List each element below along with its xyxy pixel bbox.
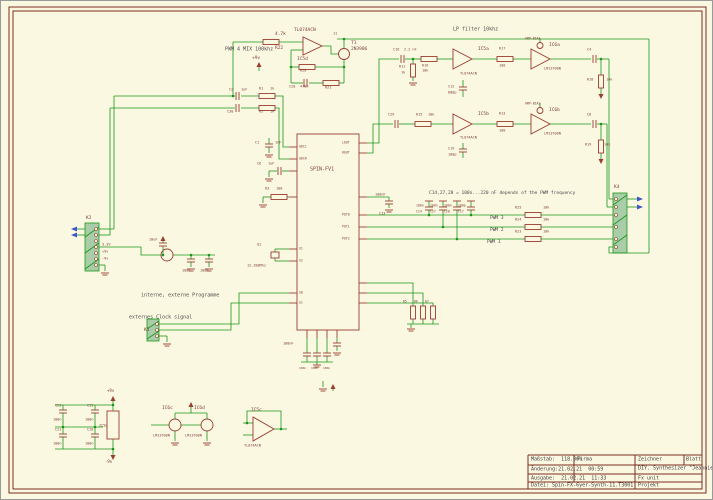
ota-ic6b bbox=[530, 113, 551, 135]
titleblock-scale: Maßstab: 118.00% bbox=[531, 456, 583, 462]
junction-dots bbox=[61, 37, 603, 451]
connector-layer bbox=[84, 192, 628, 342]
crystal-q1 bbox=[270, 251, 280, 259]
titleblock-issued: Ausgabe: 21.02.21 11:33 bbox=[531, 475, 607, 481]
titleblock-sheet-header: Blatt bbox=[686, 456, 702, 462]
ota-ic6a bbox=[530, 48, 551, 70]
sheet-frame bbox=[8, 6, 707, 494]
connector-pins bbox=[94, 197, 618, 338]
opamp-ic5b bbox=[452, 113, 473, 135]
power-part-ic5p bbox=[106, 410, 120, 440]
titleblock-file-label: Datei: bbox=[531, 482, 550, 488]
component-layer bbox=[59, 36, 604, 461]
opamp-ic5a bbox=[452, 48, 473, 70]
titleblock-changed: Änderung:21.02.21 00:59 bbox=[531, 466, 604, 472]
chip-spin-fv1 bbox=[296, 133, 360, 331]
titleblock-drawer-header: Zeichner bbox=[638, 456, 663, 462]
titleblock-project-name: DIY. Synthesizer "Jeannie" bbox=[638, 465, 713, 471]
opamp-ic5c bbox=[252, 416, 275, 442]
buffer-ic6c bbox=[168, 418, 182, 432]
regulator bbox=[160, 248, 174, 262]
net-flag-icons bbox=[71, 196, 643, 238]
opamp-ic5d bbox=[302, 36, 324, 56]
transistor-t1 bbox=[338, 48, 350, 60]
titleblock-project-header: Projekt bbox=[638, 482, 660, 488]
titleblock-file-value: Spin-FX-6yer-Synth-11.T3001 bbox=[552, 482, 634, 488]
buffer-ic6d bbox=[200, 418, 214, 432]
titleblock-company-header: Firma bbox=[577, 456, 593, 462]
titleblock-project-sub: Fx unit bbox=[638, 475, 660, 481]
wire-layer bbox=[55, 38, 650, 455]
